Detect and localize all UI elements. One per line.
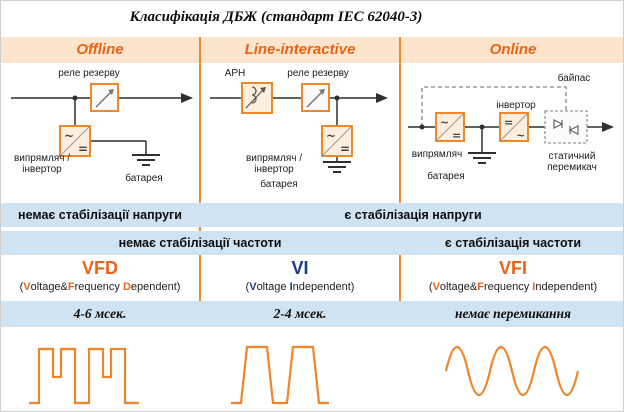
offline-switch-time: 4-6 мсек. bbox=[73, 306, 127, 321]
battery-ground-icon bbox=[323, 161, 351, 173]
rectifier-label: випрямляч bbox=[411, 149, 463, 160]
column-divider bbox=[399, 37, 401, 203]
line-interactive-converter-label: випрямляч / інвертор bbox=[245, 153, 303, 175]
output-arrow-icon bbox=[181, 93, 193, 103]
header-online: Online bbox=[489, 41, 537, 58]
vfi-subtitle: (Voltage&Frequency Independent) bbox=[428, 281, 598, 293]
relay-icon bbox=[301, 83, 330, 112]
svg-text:~: ~ bbox=[64, 129, 74, 143]
vfd-waveform-icon bbox=[29, 347, 139, 405]
vi-waveform-icon bbox=[231, 345, 329, 405]
line-interactive-circuit-diagram: ~ = bbox=[210, 82, 388, 173]
online-battery-label: батарея bbox=[427, 171, 465, 182]
battery-ground-icon bbox=[468, 152, 496, 164]
battery-ground-icon bbox=[132, 154, 160, 166]
static-switch-label: статичний перемикач bbox=[547, 151, 597, 173]
avr-label: АРН bbox=[224, 68, 246, 79]
vfd-label: VFD bbox=[82, 258, 118, 278]
offline-relay-label: реле резерву bbox=[58, 68, 120, 79]
junction-dot bbox=[479, 124, 485, 130]
line-interactive-relay-label: реле резерву bbox=[287, 68, 349, 79]
frequency-stabilization-band: немає стабілізації частоти є стабілізаці… bbox=[1, 231, 623, 255]
svg-text:~: ~ bbox=[516, 129, 525, 142]
vfi-waveform-icon bbox=[444, 346, 580, 396]
svg-text:~: ~ bbox=[440, 116, 449, 129]
relay-icon bbox=[90, 83, 119, 112]
vi-subtitle: (Voltage Independent) bbox=[245, 281, 355, 293]
offline-battery-label: батарея bbox=[125, 173, 163, 184]
voltage-yes-stabilization-text: є стабілізація напруги bbox=[344, 208, 482, 222]
svg-text:=: = bbox=[504, 116, 513, 129]
vi-label: VI bbox=[291, 258, 309, 278]
column-divider bbox=[199, 37, 201, 231]
column-header-band: Offline Line-interactive Online bbox=[1, 37, 623, 63]
voltage-stabilization-band: немає стабілізації напруги є стабілізаці… bbox=[1, 203, 623, 227]
frequency-no-stabilization-text: немає стабілізації частоти bbox=[118, 236, 282, 250]
junction-dot bbox=[334, 95, 340, 101]
switch-time-band: 4-6 мсек. 2-4 мсек. немає перемикання bbox=[1, 301, 623, 327]
rectifier-icon: ~ = bbox=[435, 112, 465, 142]
online-circuit-diagram: ~ = = ~ bbox=[408, 86, 614, 164]
offline-circuit-diagram: ~ = bbox=[11, 83, 193, 166]
vfi-label: VFI bbox=[498, 258, 527, 278]
static-switch-icon bbox=[544, 110, 588, 144]
column-divider bbox=[199, 255, 201, 327]
converter-icon: ~ = bbox=[321, 125, 353, 157]
column-divider bbox=[399, 231, 401, 327]
bypass-line bbox=[421, 86, 567, 127]
frequency-yes-stabilization-text: є стабілізація частоти bbox=[444, 236, 582, 250]
bypass-label: байпас bbox=[557, 73, 591, 84]
page-title: Класифікація ДБЖ (стандарт IEC 62040-3) bbox=[129, 9, 423, 25]
svg-text:=: = bbox=[340, 142, 350, 156]
vfd-subtitle: (Voltage&Frequency Dependent) bbox=[19, 281, 181, 293]
line-interactive-battery-label: батарея bbox=[260, 179, 298, 190]
inverter-icon: = ~ bbox=[499, 112, 529, 142]
output-arrow-icon bbox=[376, 93, 388, 103]
header-line-interactive: Line-interactive bbox=[244, 41, 356, 58]
online-switch-time: немає перемикання bbox=[455, 306, 571, 321]
offline-converter-label: випрямляч / інвертор bbox=[13, 153, 71, 175]
line-interactive-switch-time: 2-4 мсек. bbox=[273, 306, 327, 321]
inverter-label: інвертор bbox=[496, 100, 536, 111]
svg-text:=: = bbox=[452, 129, 461, 142]
header-offline: Offline bbox=[76, 41, 124, 58]
converter-icon: ~ = bbox=[59, 125, 91, 157]
output-arrow-icon bbox=[602, 122, 614, 132]
voltage-no-stabilization-text: немає стабілізації напруги bbox=[18, 208, 182, 222]
svg-text:=: = bbox=[78, 142, 88, 156]
svg-text:~: ~ bbox=[326, 129, 336, 143]
junction-dot bbox=[419, 124, 425, 130]
avr-icon bbox=[241, 82, 273, 114]
junction-dot bbox=[72, 95, 78, 101]
